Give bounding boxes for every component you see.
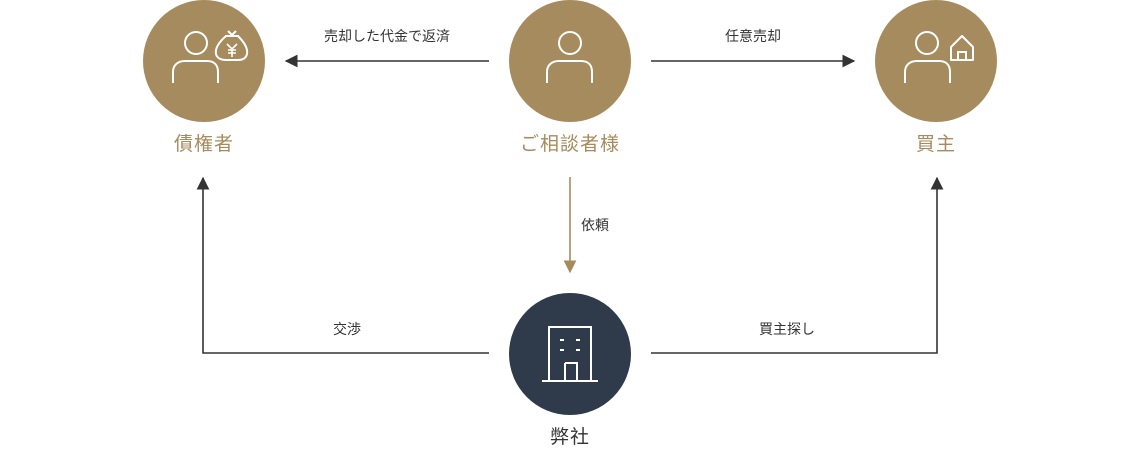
edge-label-repay: 売却した代金で返済 [324,29,450,45]
edge-label-request: 依頼 [581,218,609,234]
person-icon [546,31,593,83]
edge-company-to-buyer-arrow [651,176,944,354]
company-node-circle [509,293,631,415]
edge-label-negotiation: 交渉 [333,322,361,338]
company-label: 弊社 [549,426,590,448]
edge-label-voluntary-sale: 任意売却 [725,29,781,45]
money-bag-icon [214,30,249,61]
edge-company-to-creditor-arrow [196,176,489,354]
client-label: ご相談者様 [519,133,620,155]
house-person-icon [904,31,974,83]
office-building-icon [542,326,598,382]
creditor-label: 債権者 [173,133,234,155]
house-icon [950,35,974,61]
buyer-label: 買主 [915,133,956,155]
money-bag-person-icon [172,30,249,83]
edge-label-buyer-search: 買主探し [759,322,815,338]
